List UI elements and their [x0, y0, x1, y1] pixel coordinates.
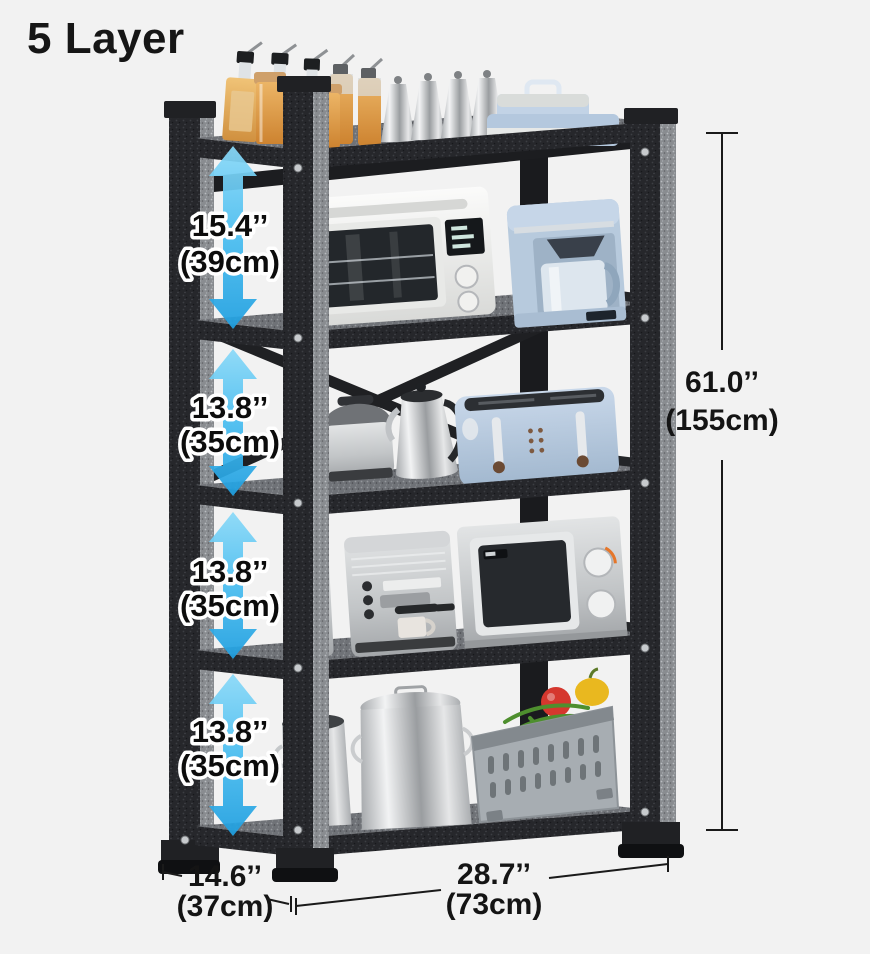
height-cm: (155cm) — [665, 404, 778, 437]
height-dimension: 61.0’’ (155cm) — [665, 132, 779, 831]
microwave — [456, 516, 628, 649]
shelf-5-edges — [195, 810, 650, 857]
front-right-post — [618, 108, 684, 858]
shelf-4-items — [282, 516, 628, 658]
shelf-3-items — [323, 382, 620, 487]
gap-arrow-1: 15.4’’ (39cm) — [177, 146, 283, 329]
gap-2-cm: (35cm) — [180, 424, 280, 459]
coffee-maker — [506, 199, 627, 328]
gap-arrow-2: 13.8’’ (35cm) — [177, 349, 283, 496]
depth-dimension: 14.6’’ (37cm) — [162, 860, 292, 923]
gap-3-cm: (35cm) — [180, 588, 280, 623]
dimension-annotations: 15.4’’ (39cm) 13.8’’ (35cm) 13.8’’ (35cm… — [162, 132, 779, 923]
shelf-1-edges — [195, 122, 650, 169]
metal-canisters — [381, 70, 504, 142]
vegetable-basket — [470, 667, 620, 824]
gap-4-inches: 13.8’’ — [192, 714, 268, 749]
toaster-oven — [298, 186, 496, 327]
width-inches: 28.7’’ — [457, 858, 531, 891]
depth-inches: 14.6’’ — [188, 860, 262, 893]
kettle — [385, 382, 466, 479]
gap-1-inches: 15.4’’ — [192, 208, 268, 243]
width-dimension: 28.7’’ (73cm) — [295, 856, 669, 921]
height-inches: 61.0’’ — [685, 366, 759, 399]
width-cm: (73cm) — [446, 888, 543, 921]
front-left-post — [272, 76, 338, 882]
stock-pot-large — [350, 685, 475, 831]
gap-arrow-3: 13.8’’ (35cm) — [177, 512, 283, 659]
toaster — [454, 386, 620, 487]
shelf-2-items — [298, 186, 627, 328]
gap-4-cm: (35cm) — [180, 748, 280, 783]
gap-2-inches: 13.8’’ — [192, 390, 268, 425]
gap-arrow-4: 13.8’’ (35cm) — [177, 674, 283, 836]
espresso-machine — [344, 530, 458, 657]
gap-1-cm: (39cm) — [180, 244, 280, 279]
gap-3-inches: 13.8’’ — [192, 554, 268, 589]
page-title: 5 Layer — [27, 14, 185, 63]
depth-cm: (37cm) — [177, 890, 274, 923]
shelf-4-edges — [195, 634, 650, 681]
shelf-3-edges — [195, 469, 650, 516]
rice-cooker — [323, 394, 395, 482]
